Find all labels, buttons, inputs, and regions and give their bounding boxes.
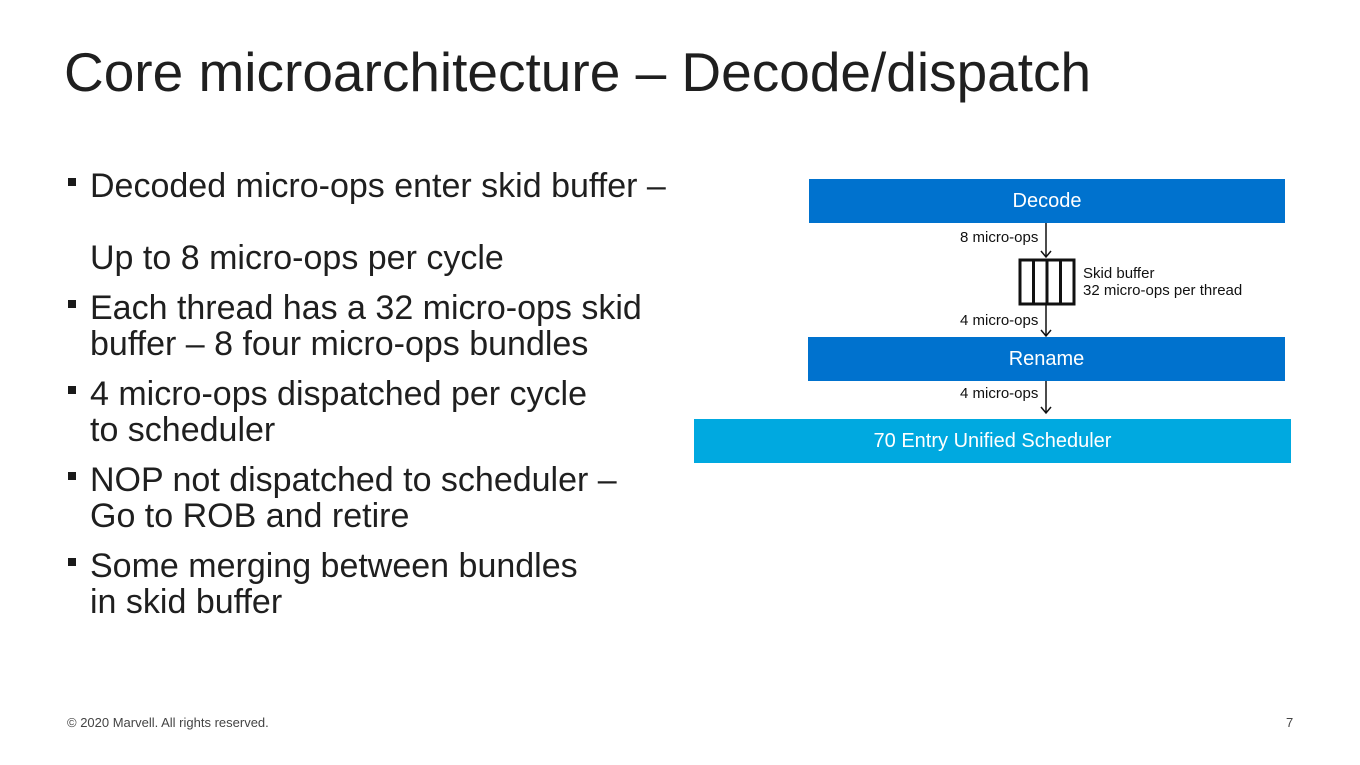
- bullet-line: Each thread has a 32 micro-ops skid: [90, 289, 642, 327]
- page-number: 7: [1286, 715, 1294, 730]
- decode-label: Decode: [1012, 189, 1082, 212]
- rename-label: Rename: [1008, 347, 1085, 370]
- bullet-line: Some merging between bundles: [90, 547, 578, 585]
- skid-buffer-detail: 32 micro-ops per thread: [1083, 282, 1243, 299]
- copyright-notice: © 2020 Marvell. All rights reserved.: [67, 715, 269, 730]
- rename-box: Rename: [808, 337, 1285, 381]
- bullet-line: Up to 8 micro-ops per cycle: [90, 239, 504, 277]
- bullet-marker-icon: [68, 472, 76, 480]
- scheduler-box: 70 Entry Unified Scheduler: [694, 419, 1291, 463]
- slide-title: Core microarchitecture – Decode/dispatch: [64, 41, 1092, 103]
- arrow-label-8-micro-ops: 8 micro-ops: [960, 229, 1039, 246]
- bullet-marker-icon: [68, 178, 76, 186]
- bullet-line: in skid buffer: [90, 583, 283, 621]
- bullet-line: 4 micro-ops dispatched per cycle: [90, 375, 588, 413]
- bullet-line: to scheduler: [90, 411, 276, 449]
- bullet-item: Decoded micro-ops enter skid buffer – Up…: [66, 168, 706, 276]
- bullet-item: NOP not dispatched to scheduler – Go to …: [66, 462, 706, 534]
- bullet-marker-icon: [68, 300, 76, 308]
- bullet-marker-icon: [68, 386, 76, 394]
- arrow-label-4-micro-ops: 4 micro-ops: [960, 312, 1039, 329]
- bullet-line: NOP not dispatched to scheduler –: [90, 461, 617, 499]
- arrow-down-icon: [1040, 304, 1052, 338]
- bullet-list: Decoded micro-ops enter skid buffer – Up…: [66, 168, 706, 634]
- arrow-down-icon: [1040, 381, 1052, 415]
- bullet-marker-icon: [68, 558, 76, 566]
- skid-buffer-title: Skid buffer: [1083, 265, 1155, 282]
- bullet-line: Go to ROB and retire: [90, 497, 410, 535]
- bullet-item: 4 micro-ops dispatched per cycle to sche…: [66, 376, 706, 448]
- bullet-line: Decoded micro-ops enter skid buffer –: [90, 167, 666, 205]
- bullet-item: Some merging between bundles in skid buf…: [66, 548, 706, 620]
- skid-buffer-icon: [1018, 258, 1076, 306]
- scheduler-label: 70 Entry Unified Scheduler: [873, 429, 1112, 452]
- arrow-down-icon: [1040, 223, 1052, 259]
- arrow-label-4-micro-ops: 4 micro-ops: [960, 385, 1039, 402]
- bullet-item: Each thread has a 32 micro-ops skid buff…: [66, 290, 706, 362]
- decode-box: Decode: [809, 179, 1285, 223]
- bullet-line: buffer – 8 four micro-ops bundles: [90, 325, 589, 363]
